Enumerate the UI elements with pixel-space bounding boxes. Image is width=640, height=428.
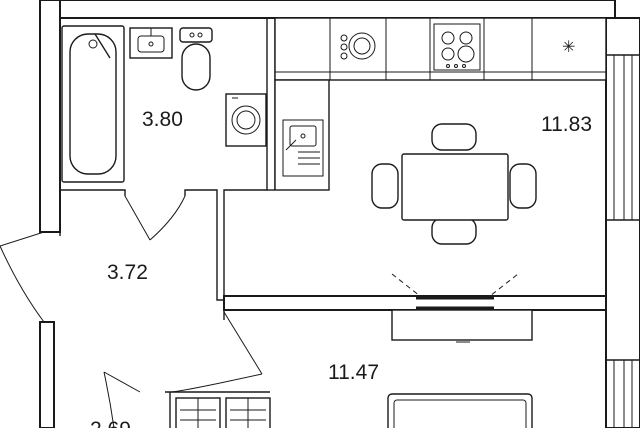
toilet-tank [179, 27, 213, 43]
left-wall-lower [39, 321, 55, 428]
living-room: 11.47 [328, 309, 533, 428]
chair-bottom [431, 217, 477, 245]
doors [0, 195, 263, 428]
dining-set [371, 123, 537, 245]
kitchen-area: 11.83 [541, 113, 592, 136]
living-door [169, 311, 263, 393]
top-wall [39, 0, 616, 19]
side-counter [274, 79, 330, 191]
living-window [606, 359, 640, 428]
outer-walls [39, 0, 640, 428]
bath-wall-bottom-left [60, 189, 126, 196]
kitchen-counter [274, 17, 607, 81]
shower-hose [94, 33, 111, 59]
bathroom-door [124, 195, 186, 241]
kitchen-sink [282, 119, 324, 177]
balcony-area: 2.69 [90, 418, 131, 428]
hall-kitchen-wall [216, 196, 225, 301]
entrance-door [0, 231, 45, 323]
balcony: 2.69 [90, 397, 271, 428]
balcony-door [103, 371, 141, 428]
hallway-area: 3.72 [107, 261, 148, 284]
bathtub-basin [69, 33, 117, 175]
right-wall [605, 17, 640, 428]
dining-table [401, 153, 509, 221]
snowflake-icon: ✳ [562, 37, 575, 56]
washing-machine [225, 93, 267, 147]
chair-top [431, 123, 477, 151]
kitchen: ✳ 11.83 [274, 17, 607, 331]
sofa [387, 393, 533, 428]
tv-cabinet [391, 309, 533, 341]
bathroom-area: 3.80 [142, 108, 183, 131]
toilet-bowl [181, 43, 211, 91]
living-room-area: 11.47 [328, 361, 379, 384]
kitchen-window [606, 54, 640, 221]
kitchen-living-wall [223, 295, 607, 311]
dishwasher-icon [340, 32, 376, 60]
bath-wall-right [223, 18, 268, 196]
hallway: 3.72 [53, 232, 148, 428]
chair-right [509, 163, 537, 209]
left-wall-upper [39, 0, 61, 233]
cooktop-icon [433, 23, 481, 71]
chair-left [371, 163, 399, 209]
bath-wall-bottom-mid [184, 189, 218, 196]
bathtub-drain [88, 39, 98, 49]
bathroom: 3.80 [61, 25, 267, 183]
